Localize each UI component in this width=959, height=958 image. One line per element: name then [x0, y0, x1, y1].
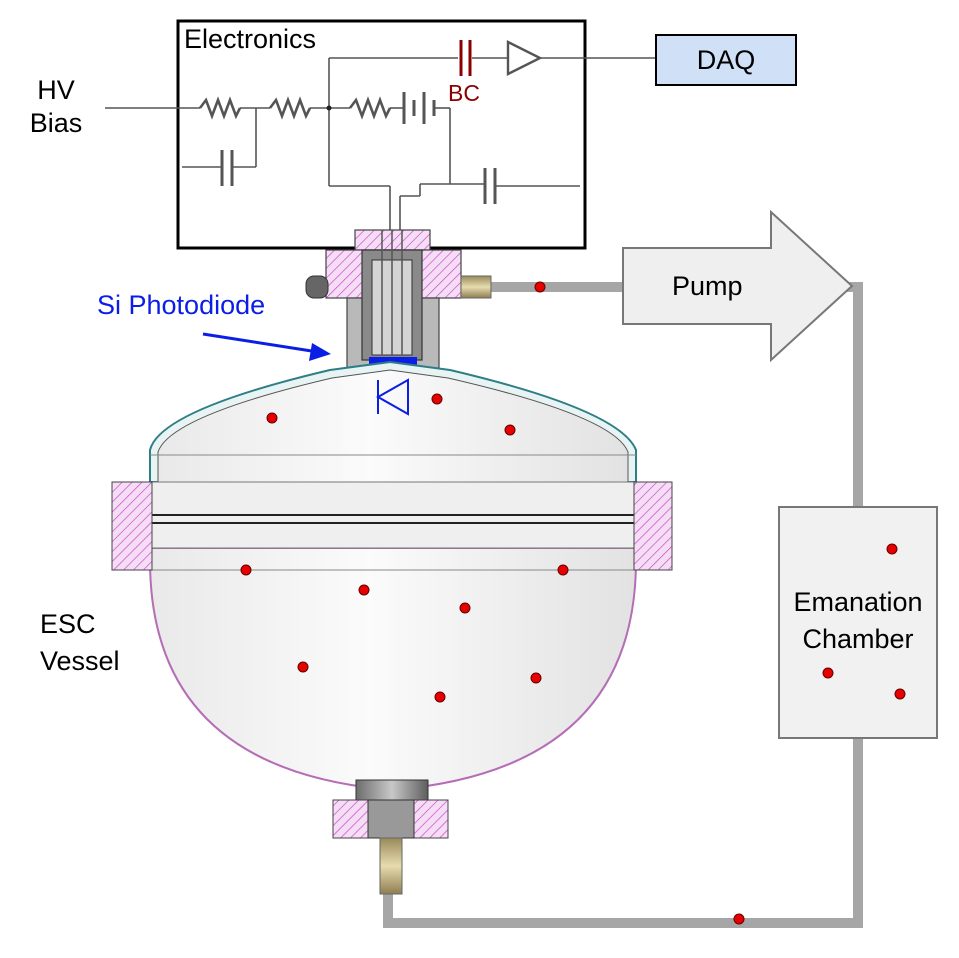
hv-label: HV — [37, 75, 75, 105]
circuit — [105, 40, 655, 236]
bc-label: BC — [448, 80, 480, 106]
esc-label: ESC — [40, 609, 96, 639]
daq-label: DAQ — [696, 44, 756, 75]
emanation-label: Emanation — [793, 587, 923, 617]
radon-particles — [240, 281, 745, 925]
pump-label: Pump — [672, 271, 743, 301]
si-photodiode-label: Si Photodiode — [97, 290, 266, 320]
electronics-label: Electronics — [184, 24, 317, 54]
esc-vessel — [111, 360, 673, 895]
pump-arrow — [622, 209, 854, 363]
vessel-label: Vessel — [40, 646, 120, 676]
pipe-pump-to-chamber — [845, 282, 863, 506]
esc-vessel-label: ESC Vessel — [40, 606, 120, 680]
chamber-particles — [822, 543, 906, 700]
emanation-chamber-box: Emanation Chamber — [778, 506, 938, 739]
hv-bias-label: HV Bias — [20, 74, 92, 140]
circuit-node — [326, 105, 332, 111]
pipe-chamber-to-vessel — [383, 739, 863, 928]
si-photodiode-arrow — [202, 332, 331, 361]
daq-box: DAQ — [655, 34, 797, 86]
bc-capacitor — [459, 40, 472, 76]
diode-symbol — [375, 378, 409, 416]
bias-label: Bias — [29, 108, 83, 138]
top-flange — [305, 229, 492, 369]
chamber-label: Chamber — [802, 624, 914, 654]
